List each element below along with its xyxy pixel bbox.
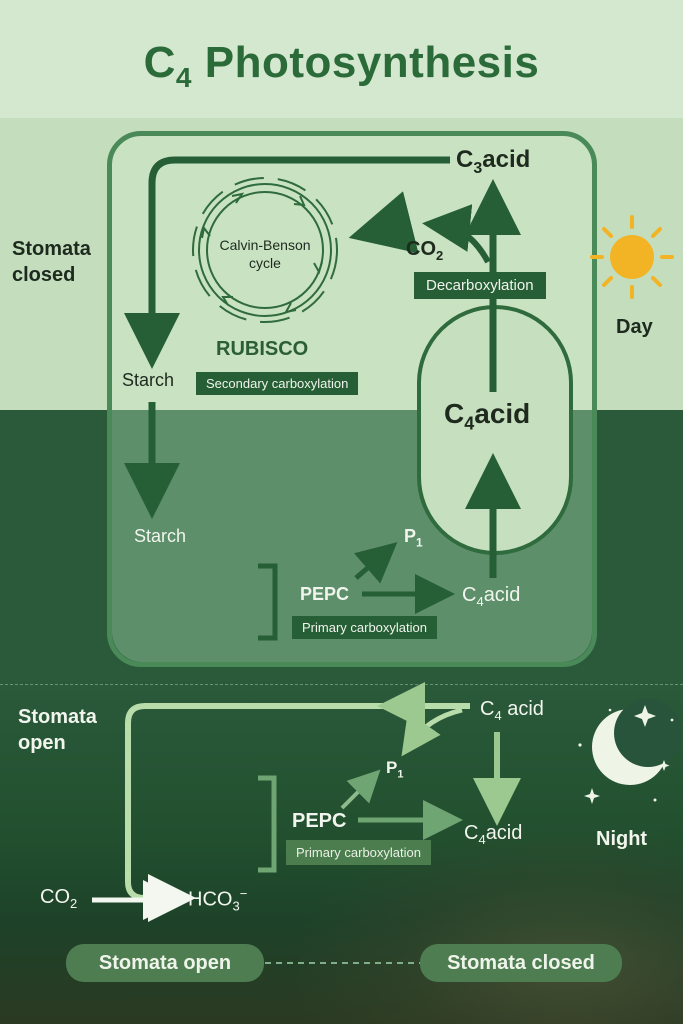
secondary-carboxylation-box: Secondary carboxylation <box>196 372 359 395</box>
night-co2-label: CO2 <box>40 886 78 911</box>
calvin-cycle-arrows <box>192 177 338 323</box>
star-icon <box>578 705 674 804</box>
night-c4-to-p1-arrow <box>401 707 463 757</box>
starch-bottom-label: Starch <box>134 526 187 546</box>
night-stomata-label: Stomata open <box>18 706 97 754</box>
night-pepc-label: PEPC <box>292 810 347 832</box>
night-primary-carboxylation-box: Primary carboxylation <box>286 840 431 865</box>
night-period-label: Night <box>596 828 648 850</box>
night-bracket <box>258 775 277 873</box>
c3-acid-label: C3acid <box>456 146 531 177</box>
decarboxylation-box: Decarboxylation <box>414 272 546 299</box>
night-c4-acid-top-label: C4 acid <box>480 698 544 723</box>
co2-to-calvin-arrow <box>348 191 419 254</box>
page-title: C4 Photosynthesis <box>143 38 540 93</box>
pepc-to-p1-arrow <box>354 542 398 584</box>
rubisco-label: RUBISCO <box>216 338 309 360</box>
starch-top-label: Starch <box>122 370 175 390</box>
day-night-divider <box>0 684 683 685</box>
day-period-label: Day <box>616 316 653 338</box>
night-p1-label: P1 <box>386 758 404 781</box>
night-loop-line <box>125 703 390 922</box>
legend-stomata-closed: Stomata closed <box>420 944 622 982</box>
c4-acid-center-label: C4acid <box>444 398 531 434</box>
cell-chamber <box>107 131 597 667</box>
night-c4-acid-low-label: C4acid <box>464 822 523 847</box>
day-p1-label: P1 <box>404 526 423 550</box>
title-band <box>0 0 683 118</box>
c3-to-starch-arrow <box>124 156 450 369</box>
day-bracket <box>258 563 278 641</box>
night-pepc-to-p1-arrow <box>340 769 381 810</box>
calvin-cycle-label: Calvin-Benson cycle <box>219 237 311 271</box>
day-pepc-label: PEPC <box>300 584 350 604</box>
legend-stomata-open: Stomata open <box>66 944 264 982</box>
hco3-label: HCO3− <box>188 886 248 914</box>
day-co2-label: CO2 <box>406 238 444 263</box>
day-c4-acid-low-label: C4acid <box>462 584 521 609</box>
day-stomata-label: Stomata closed <box>12 238 91 286</box>
co2-release-arrow <box>422 204 491 264</box>
day-primary-carboxylation-box: Primary carboxylation <box>292 616 437 639</box>
moon-icon <box>592 699 682 785</box>
sun-icon <box>590 215 674 299</box>
